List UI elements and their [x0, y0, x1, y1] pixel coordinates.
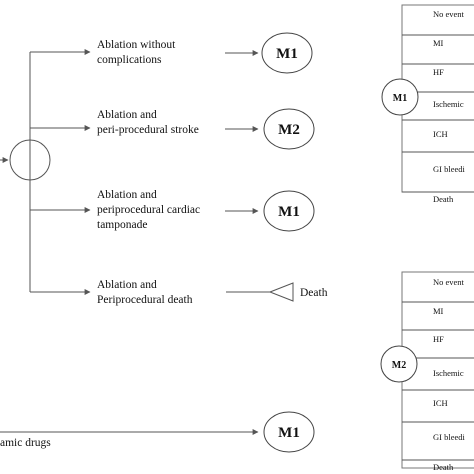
- markov-node-m1: M1: [263, 190, 315, 232]
- state-label: HF: [433, 67, 444, 77]
- branch-3-label-line-1: Ablation and: [97, 189, 157, 201]
- state-label: Ischemic: [433, 368, 464, 378]
- state-label: No event: [433, 277, 465, 287]
- node-label: M1: [276, 46, 298, 62]
- branch-2-label-line-2: peri-procedural stroke: [97, 124, 199, 136]
- markov-node-m1: M1: [261, 32, 313, 74]
- node-label: M1: [278, 425, 300, 441]
- markov-node-m2: M2: [263, 108, 315, 150]
- state-label: ICH: [433, 129, 448, 139]
- state-label: HF: [433, 334, 444, 344]
- branch-3-label-line-2: periprocedural cardiac: [97, 204, 200, 216]
- branch-1-label-line-2: complications: [97, 54, 162, 66]
- state-label: No event: [433, 9, 465, 19]
- branch-1-label-line-1: Ablation without: [97, 39, 176, 51]
- branch-3-label-line-3: tamponade: [97, 219, 147, 231]
- branch-2: Ablation and peri-procedural stroke M2: [30, 108, 315, 150]
- node-label: M2: [392, 360, 406, 371]
- markov-model-m2: M2 No event MI HF Ischemic ICH GI bleedi…: [380, 271, 474, 472]
- branch-3: Ablation and periprocedural cardiac tamp…: [30, 189, 315, 232]
- markov-node-m1: M1: [381, 78, 419, 116]
- terminal-triangle-icon: [268, 282, 294, 302]
- node-label: M2: [278, 122, 300, 138]
- state-label: MI: [433, 306, 444, 316]
- markov-node-m2: M2: [380, 345, 418, 383]
- node-label: M1: [278, 204, 300, 220]
- terminal-death-label: Death: [300, 287, 328, 299]
- branch-4: Ablation and Periprocedural death Death: [30, 279, 328, 306]
- markov-model-m1: M1 No event MI HF Ischemic ICH GI bleedi…: [381, 4, 474, 204]
- state-label: MI: [433, 38, 444, 48]
- state-label: ICH: [433, 398, 448, 408]
- node-label: M1: [393, 93, 407, 104]
- state-label: GI bleedi: [433, 164, 466, 174]
- markov-node-m1: M1: [263, 411, 315, 453]
- state-label: Ischemic: [433, 99, 464, 109]
- branch-4-label-line-1: Ablation and: [97, 279, 157, 291]
- chance-node: [0, 139, 51, 181]
- branch-bottom: amic drugs M1: [0, 411, 315, 453]
- state-label: GI bleedi: [433, 432, 466, 442]
- branch-bottom-label: amic drugs: [0, 437, 51, 449]
- branch-1: Ablation without complications M1: [30, 32, 313, 74]
- state-label: Death: [433, 194, 454, 204]
- branch-4-label-line-2: Periprocedural death: [97, 294, 193, 306]
- state-label: Death: [433, 462, 454, 472]
- branch-2-label-line-1: Ablation and: [97, 109, 157, 121]
